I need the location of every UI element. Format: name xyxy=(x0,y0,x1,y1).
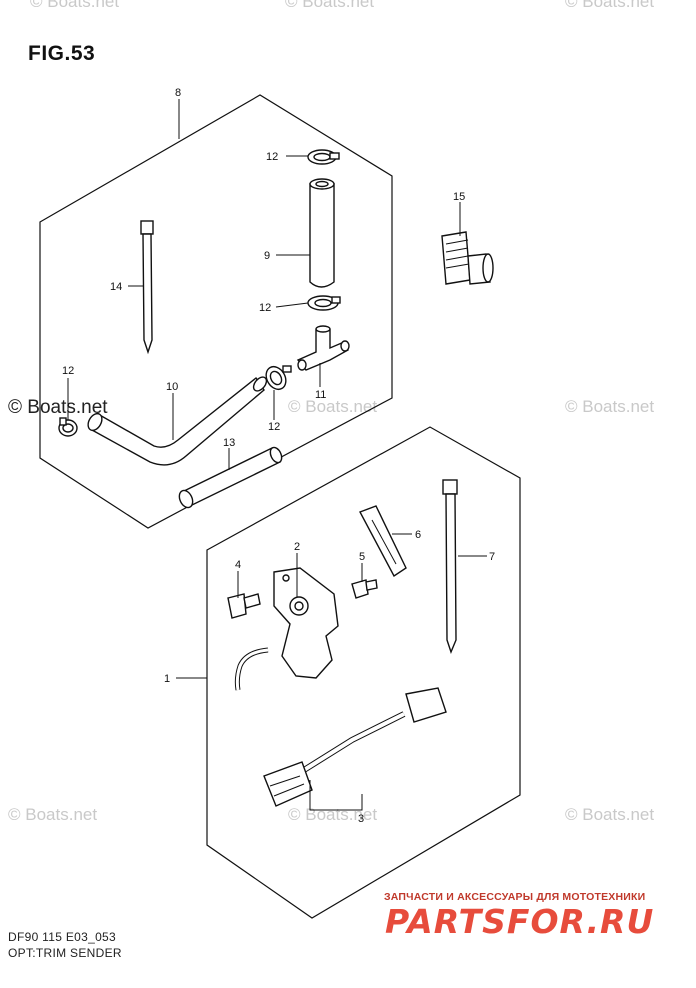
callout-15: 15 xyxy=(453,191,465,203)
callout-12-mid: 12 xyxy=(259,302,271,314)
bolt-4 xyxy=(227,593,261,619)
hose-clamp-mid xyxy=(307,295,341,311)
hose-10 xyxy=(87,376,268,466)
hose-9 xyxy=(309,178,335,288)
callout-6: 6 xyxy=(415,529,421,541)
watermark-mid-left: © Boats.net xyxy=(8,397,108,418)
figure-title: FIG.53 xyxy=(28,42,96,65)
clip-6 xyxy=(359,505,407,578)
hose-clamp-top xyxy=(307,149,340,165)
watermark-top-left: © Boats.net xyxy=(30,0,120,11)
screw-5 xyxy=(351,579,378,599)
tee-fitting xyxy=(296,325,350,371)
callout-11: 11 xyxy=(315,389,326,401)
watermark-mid-center: © Boats.net xyxy=(288,397,378,416)
callout-12-top: 12 xyxy=(266,151,278,163)
figure-caption: OPT:TRIM SENDER xyxy=(8,946,122,960)
callout-7: 7 xyxy=(489,551,495,563)
hose-13 xyxy=(178,446,283,509)
watermark-mid-right: © Boats.net xyxy=(565,397,655,416)
figure-code: DF90 115 E03_053 xyxy=(8,930,116,944)
promo-tagline: ЗАПЧАСТИ И АКСЕССУАРЫ ДЛЯ МОТОТЕХНИКИ xyxy=(384,891,646,903)
plug-15 xyxy=(441,231,494,285)
callout-10: 10 xyxy=(166,381,178,393)
cable-tie-7 xyxy=(442,479,458,654)
callout-4: 4 xyxy=(235,559,241,571)
callout-12-side: 12 xyxy=(268,421,280,433)
watermark-top-mid: © Boats.net xyxy=(285,0,375,11)
wire-harness xyxy=(263,687,447,807)
upper-kit-outline xyxy=(39,94,393,529)
callout-12-left: 12 xyxy=(62,365,74,377)
trim-sender xyxy=(234,567,339,691)
cable-tie-14 xyxy=(140,220,154,355)
watermark-low-right: © Boats.net xyxy=(565,805,655,824)
hose-clamp-side xyxy=(265,365,292,391)
callout-5: 5 xyxy=(359,551,365,563)
watermark-low-left: © Boats.net xyxy=(8,805,98,824)
leader-lines xyxy=(67,99,487,811)
callout-3: 3 xyxy=(358,813,364,825)
callout-14: 14 xyxy=(110,281,122,293)
promo-logo: PARTSFOR.RU xyxy=(385,902,655,941)
callout-1: 1 xyxy=(164,673,170,685)
callout-2: 2 xyxy=(294,541,300,553)
callout-8: 8 xyxy=(175,87,181,99)
hose-clamp-left xyxy=(58,417,78,437)
watermark-top-right: © Boats.net xyxy=(565,0,655,11)
callout-9: 9 xyxy=(264,250,270,262)
lower-kit-outline xyxy=(206,426,521,919)
callout-13: 13 xyxy=(223,437,235,449)
